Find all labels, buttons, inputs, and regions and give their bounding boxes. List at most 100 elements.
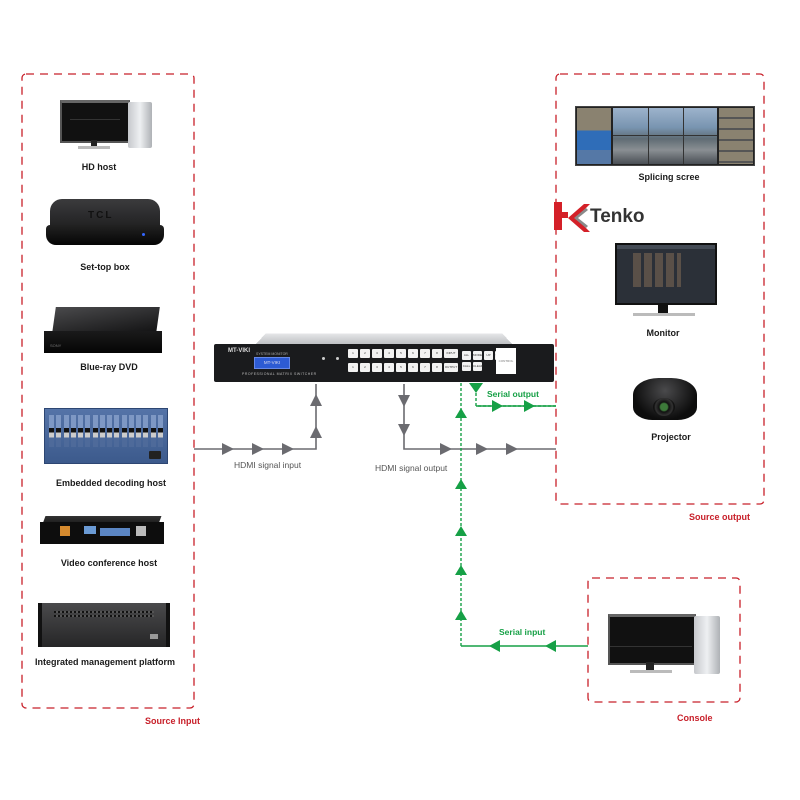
switcher-brand: MT-VIKI [228,348,250,354]
arrow-up [310,394,322,406]
decoder-slot [92,415,98,447]
monitor-icon [60,100,130,143]
monitor-icon [608,614,696,665]
lcd-display: MT-VIKI [254,357,290,369]
decoder-slot [63,415,69,447]
output-button[interactable]: 7 [420,363,430,372]
output-button[interactable]: 4 [384,363,394,372]
tenko-logo: Tenko [550,200,650,236]
input-button[interactable]: 5 [396,349,406,358]
decoder-slot [121,415,127,447]
decoder-slot [136,415,142,447]
hdmi-output-label: HDMI signal output [375,463,448,473]
arrow-up [455,408,467,418]
decoder-slot [143,415,149,447]
arrow-down [398,395,410,407]
arrow-right [222,443,234,455]
output-button[interactable]: 5 [396,363,406,372]
control-button[interactable]: ALL [462,351,471,360]
brand-mark: SONY [50,343,62,348]
output-row-label[interactable]: OUTPUT [444,363,458,372]
device-label: Integrated management platform [34,657,176,667]
serial-input-arrows [455,408,556,652]
decoder-slot [85,415,91,447]
input-button[interactable]: 4 [384,349,394,358]
display-title: SYSTEM MONITOR [256,352,288,356]
input-button[interactable]: 2 [360,349,370,358]
decoder-slots [49,415,163,447]
console-computer [606,612,722,678]
source-output-border [555,73,765,505]
device-label: Monitor [646,328,680,338]
embedded-decoding-host-device [44,408,168,464]
hdmi-input-arrows [222,394,322,455]
decoder-slot [78,415,84,447]
serial-output-arrows [469,383,535,412]
decoder-slot [99,415,105,447]
arrow-right [506,443,518,455]
input-row-label[interactable]: INPUT [444,349,458,358]
tower-icon [128,102,152,148]
control-button[interactable]: CALL [462,362,471,371]
console-border [587,577,741,703]
matrix-switcher: MT-VIKI SYSTEM MONITOR MT-VIKI PROFESSIO… [214,330,554,384]
input-button[interactable]: 6 [408,349,418,358]
monitor-device [615,243,717,319]
brand-mark: TCL [88,210,114,221]
decoder-slot [56,415,62,447]
device-label: Splicing scree [638,172,700,182]
decoder-slot [157,415,163,447]
control-button[interactable]: UP [484,351,493,360]
blu-ray-device: SONY [44,307,164,357]
decoder-slot [107,415,113,447]
output-button[interactable]: 2 [360,363,370,372]
arrow-down [469,383,483,393]
integrated-management-platform-device [38,603,170,647]
input-button[interactable]: 1 [348,349,358,358]
decoder-slot [114,415,120,447]
device-label: Set-top box [80,262,130,272]
control-button[interactable]: MODE [473,351,482,360]
tower-icon [694,616,720,674]
input-button[interactable]: 8 [432,349,442,358]
output-button[interactable]: 8 [432,363,442,372]
arrow-up [310,426,322,438]
arrow-right [282,443,294,455]
device-label: HD host [81,162,117,172]
decoder-slot [49,415,54,447]
projector-device [627,374,703,424]
device-label: Embedded decoding host [55,478,166,488]
decoder-slot [70,415,76,447]
arrow-up [455,526,467,536]
control-panel-label: CONTROL [496,348,516,374]
arrow-right [252,443,264,455]
input-button[interactable]: 7 [420,349,430,358]
source-input-label: Source Input [145,716,201,726]
control-button[interactable]: CLEAR [473,362,483,371]
device-label: Video conference host [60,558,158,568]
output-button[interactable]: 6 [408,363,418,372]
arrow-up [455,610,467,620]
hd-host-device [58,98,154,154]
serial-input-label: Serial input [499,627,546,637]
splicing-screen-device [575,106,755,166]
hdmi-input-line [194,384,317,450]
arrow-right [524,400,535,412]
device-label: Projector [651,432,691,442]
decoder-slot [150,415,156,447]
switcher-subtitle: PROFESSIONAL MATRIX SWITCHER [242,372,317,376]
output-button[interactable]: 1 [348,363,358,372]
hdmi-input-label: HDMI signal input [234,460,302,470]
device-label: Blue-ray DVD [80,362,138,372]
output-button[interactable]: 3 [372,363,382,372]
tenko-logo-mark [554,202,590,232]
source-output-label: Source output [689,512,750,522]
source-input-border [21,73,195,709]
console-label: Console [677,713,713,723]
input-button[interactable]: 3 [372,349,382,358]
decoder-slot [128,415,134,447]
arrow-up [455,565,467,575]
